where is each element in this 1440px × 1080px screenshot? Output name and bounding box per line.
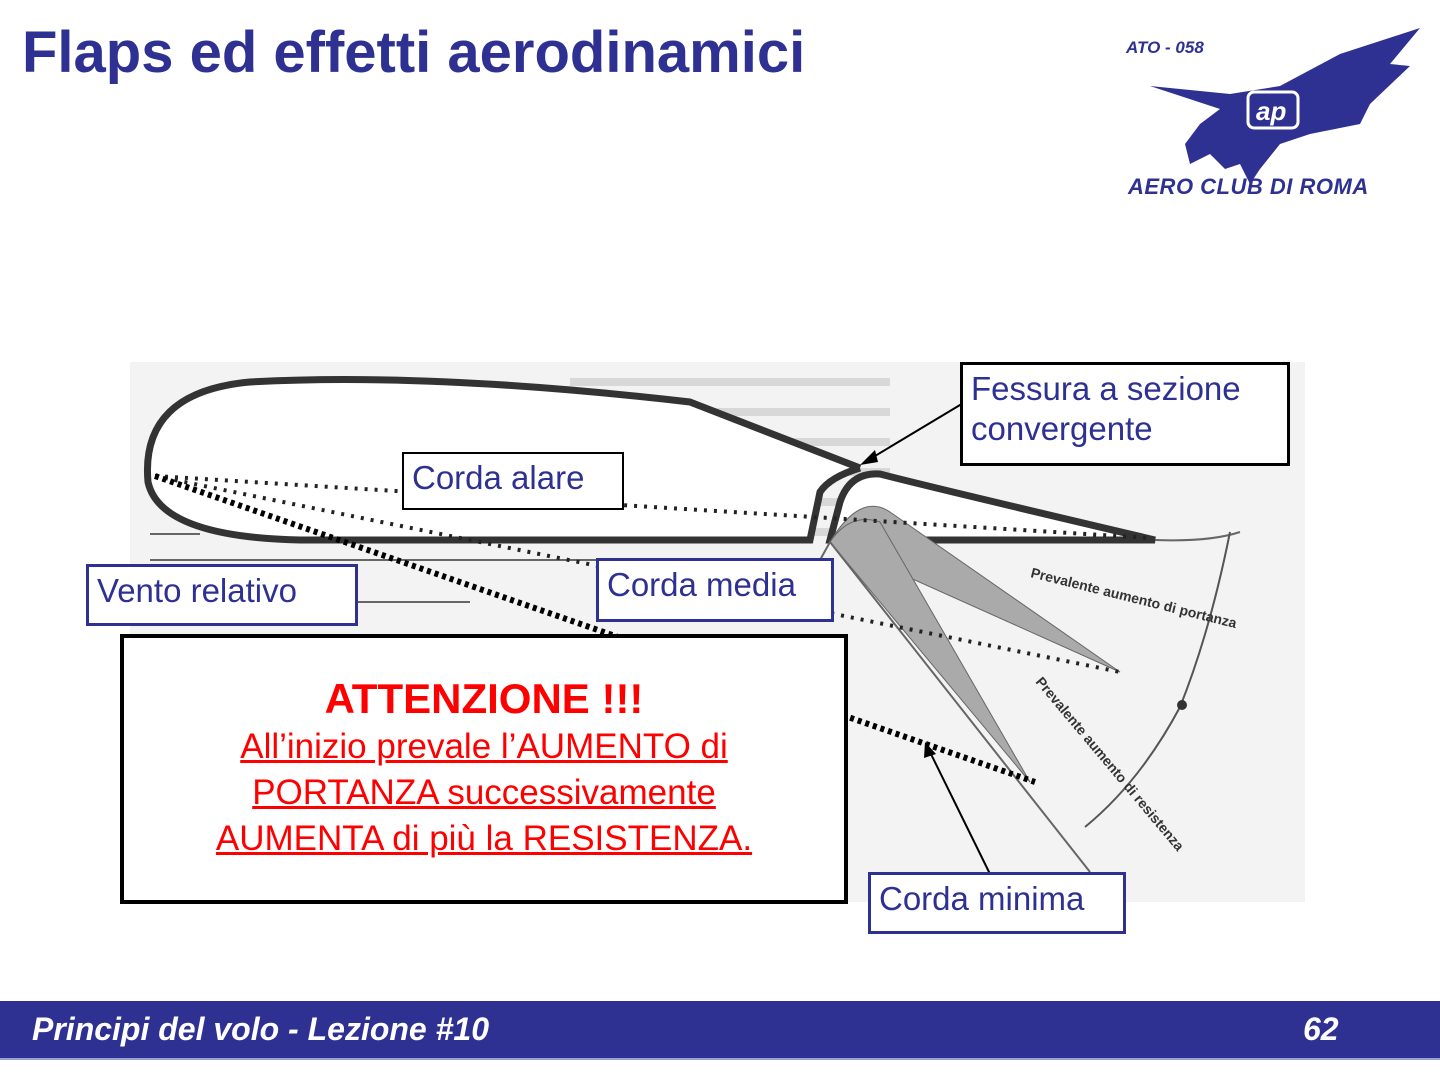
svg-text:Prevalente aumento di resisten: Prevalente aumento di resistenza (1033, 674, 1188, 854)
logo-name: AERO CLUB DI ROMA (1128, 174, 1369, 199)
page-number: 62 (1303, 1011, 1339, 1047)
flap-diagram: Prevalente aumento di portanza Prevalent… (130, 362, 1305, 902)
warning-line-3: AUMENTA di più la RESISTENZA. (215, 819, 753, 859)
aero-club-logo: ATO - 058 ap AERO CLUB DI ROMA (1110, 24, 1430, 204)
svg-text:Prevalente aumento di portanza: Prevalente aumento di portanza (1029, 564, 1238, 631)
footer-divider (0, 1058, 1440, 1060)
slide-title: Flaps ed effetti aerodinamici (22, 20, 806, 85)
eagle-icon: ap (1150, 28, 1420, 184)
warning-line-2: PORTANZA successivamente (252, 773, 716, 813)
label-chord-mean: Corda media (596, 558, 834, 622)
label-slot-line1: Fessura a sezione (971, 370, 1241, 407)
label-relative-wind: Vento relativo (86, 564, 358, 626)
warning-line-1: All’inizio prevale l’AUMENTO di (240, 727, 728, 767)
label-chord-wing: Corda alare (402, 452, 624, 510)
warning-heading: ATTENZIONE !!! (324, 675, 644, 722)
footer-bar: Principi del volo - Lezione #10 62 (0, 1001, 1440, 1058)
label-slot: Fessura a sezione convergente (960, 362, 1290, 466)
svg-text:ap: ap (1256, 96, 1286, 126)
footer-title: Principi del volo - Lezione #10 (32, 1011, 489, 1047)
label-slot-line2: convergente (971, 409, 1153, 447)
logo-code: ATO - 058 (1126, 38, 1204, 57)
label-chord-min: Corda minima (868, 872, 1126, 934)
warning-box: ATTENZIONE !!! All’inizio prevale l’AUME… (120, 634, 848, 904)
